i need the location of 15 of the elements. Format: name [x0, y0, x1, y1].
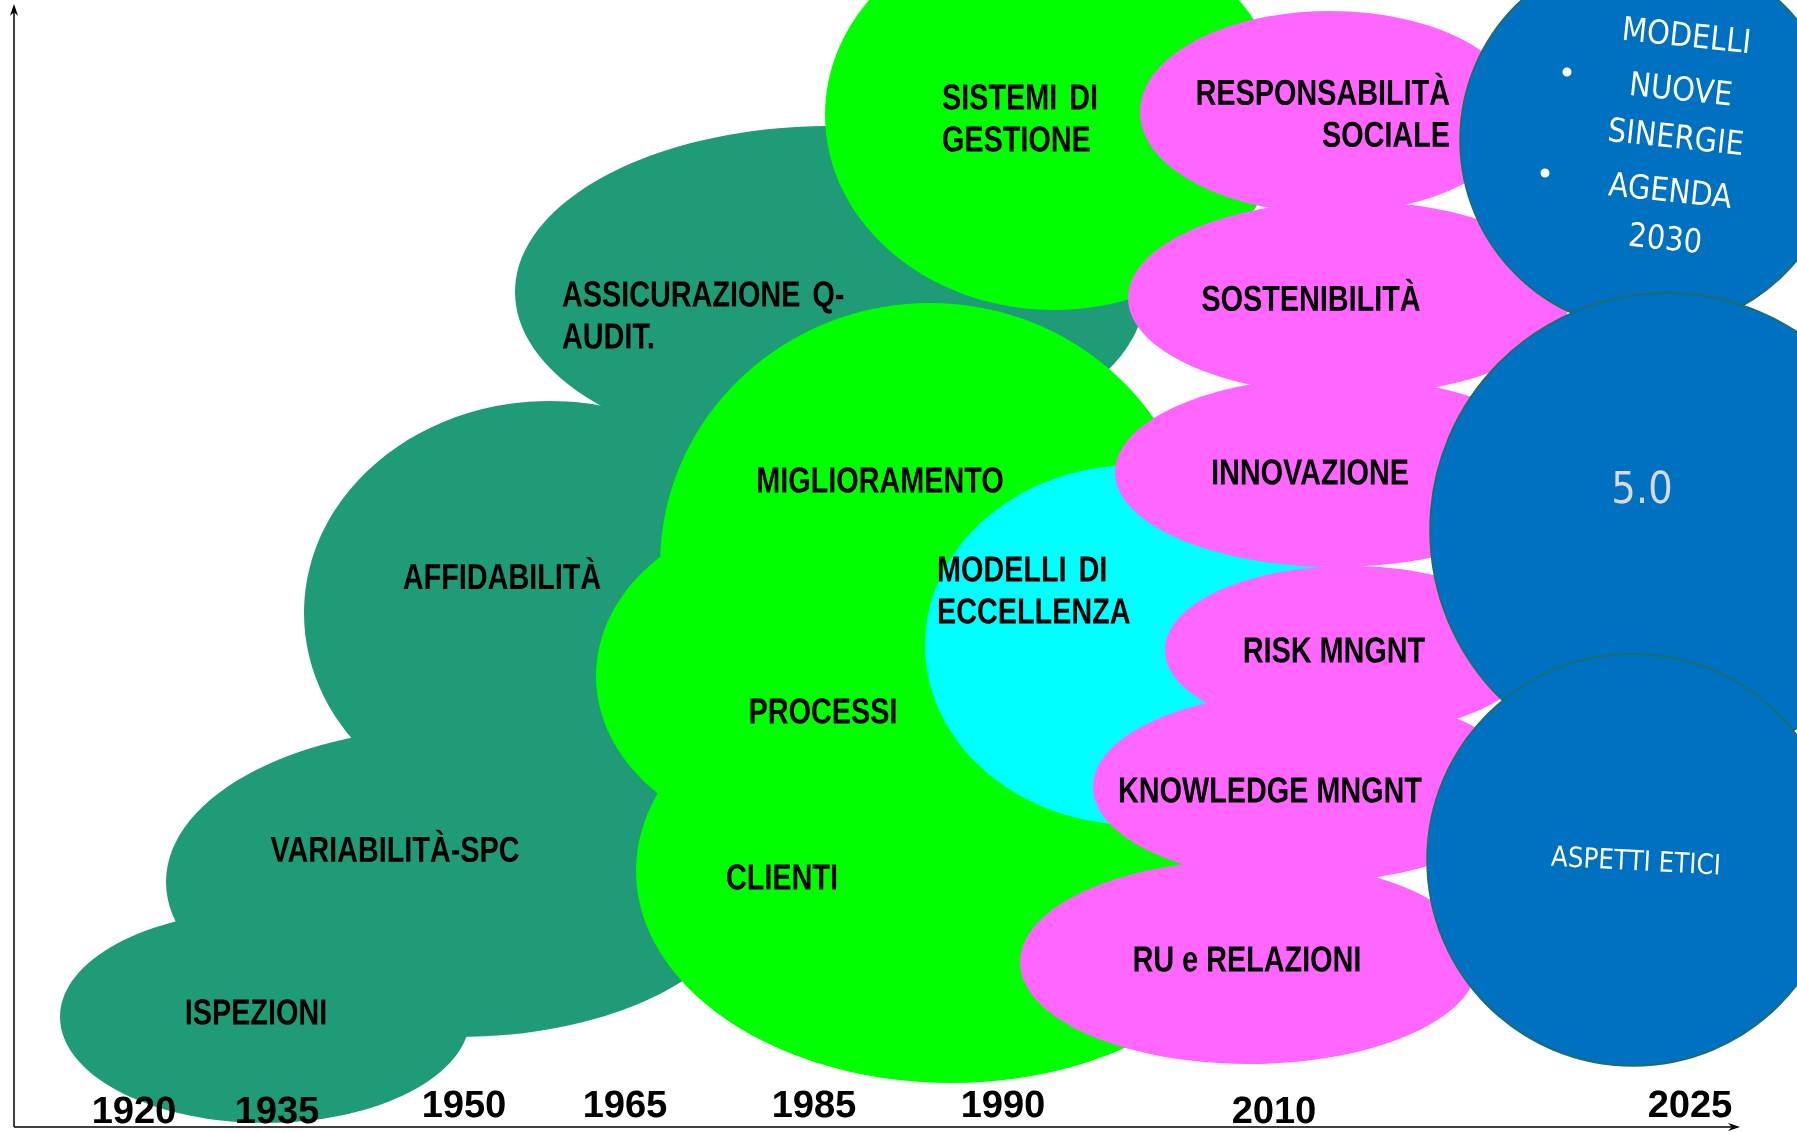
year-label: 1985 — [774, 1090, 856, 1118]
year-label: 2010 — [1233, 1096, 1315, 1124]
year-label: 1920 — [94, 1096, 175, 1124]
year-label: 1935 — [237, 1096, 319, 1124]
bubble: ASPETTI ETICI — [1426, 653, 1797, 1067]
node-label: NUOVE SINERGIE — [1608, 71, 1744, 155]
node-label: MODELLI — [1623, 16, 1750, 53]
node-label: ISPEZIONI — [186, 999, 326, 1025]
bubble: RU e RELAZIONI — [1020, 860, 1478, 1064]
node-label: VARIABILITÀ-SPC — [270, 829, 519, 863]
node-label: AGENDA 2030 — [1607, 172, 1731, 253]
year-label: 1965 — [585, 1090, 667, 1118]
year-label: 1990 — [963, 1090, 1044, 1118]
node-label: ASPETTI ETICI — [1550, 845, 1720, 875]
node-label: 5.0 — [1614, 470, 1671, 504]
